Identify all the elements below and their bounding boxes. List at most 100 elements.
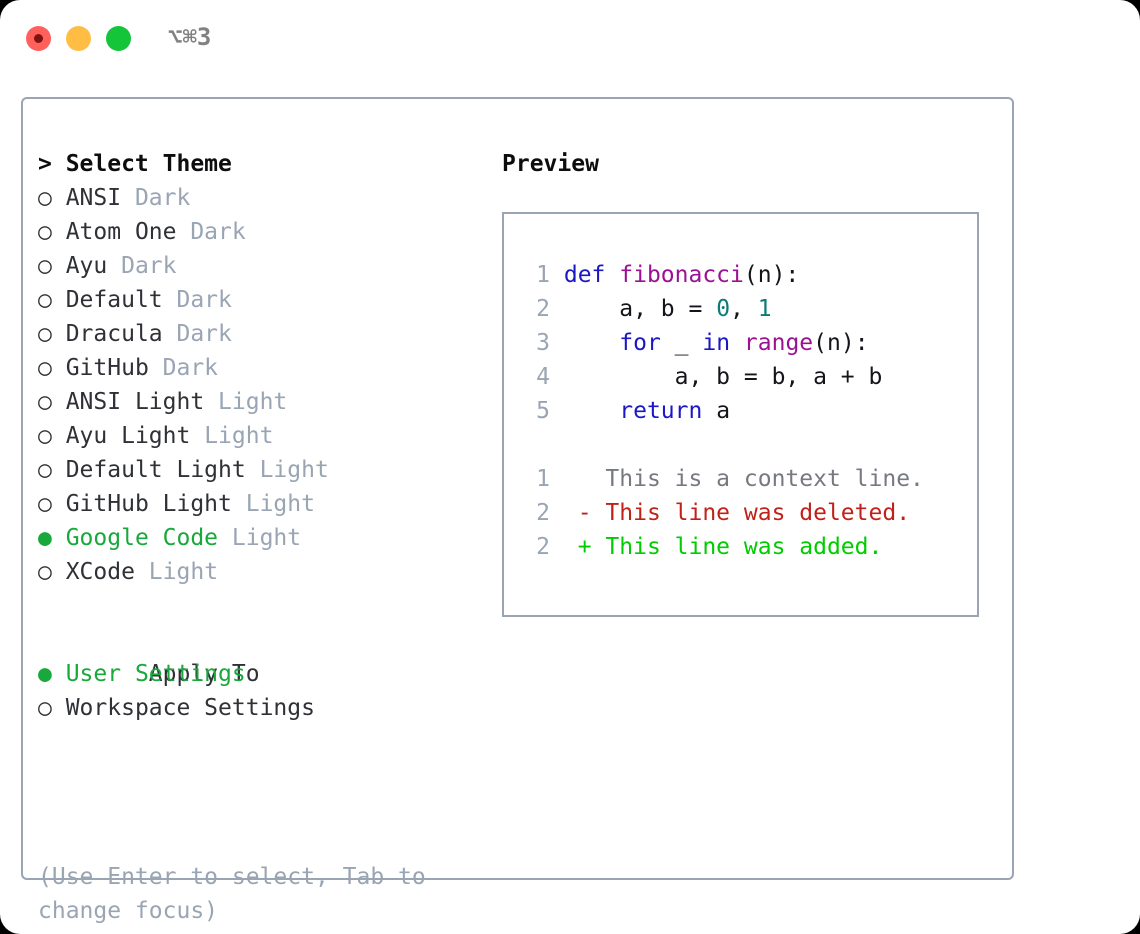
diff-line: 1 This is a context line.	[524, 462, 977, 496]
theme-variant-badge: Dark	[176, 219, 246, 245]
radio-selected-icon[interactable]: ●	[38, 661, 52, 687]
radio-unselected-icon[interactable]: ○	[38, 321, 52, 347]
theme-list-item[interactable]: ○ GitHub Light Light	[38, 487, 478, 521]
gutter-space	[550, 398, 564, 424]
diff-sign: -	[577, 500, 592, 526]
theme-name: Atom One	[51, 219, 177, 245]
theme-name: Ayu Light	[51, 423, 191, 449]
code-line: 1 def fibonacci(n):	[524, 258, 977, 292]
theme-variant-badge: Light	[204, 389, 288, 415]
theme-list-item[interactable]: ○ GitHub Dark	[38, 351, 478, 385]
list-spacer	[38, 589, 478, 623]
line-number: 1	[536, 466, 550, 492]
code-token: in	[702, 330, 731, 356]
apply-to-heading-label: Apply To	[148, 661, 260, 687]
code-token: range	[743, 330, 814, 356]
shortcut-label: ⌥⌘3	[168, 23, 212, 51]
apply-to-item[interactable]: ○ Workspace Settings	[38, 691, 478, 725]
theme-list-item[interactable]: ○ Default Dark	[38, 283, 478, 317]
radio-unselected-icon[interactable]: ○	[38, 423, 52, 449]
apply-to-list[interactable]: ● User Settings○ Workspace Settings	[38, 657, 478, 725]
code-line: 2 a, b = 0, 1	[524, 292, 977, 326]
theme-list[interactable]: ○ ANSI Dark○ Atom One Dark○ Ayu Dark○ De…	[38, 181, 478, 589]
line-number: 2	[536, 534, 550, 560]
code-token: (n):	[743, 262, 800, 288]
apply-to-item[interactable]: ● User Settings	[38, 657, 478, 691]
preview-title: Preview	[502, 151, 599, 177]
theme-list-item[interactable]: ○ Dracula Dark	[38, 317, 478, 351]
apply-to-heading: Apply To	[38, 623, 478, 687]
theme-name: Dracula	[51, 321, 163, 347]
theme-variant-badge: Dark	[162, 287, 232, 313]
code-token: a	[702, 398, 731, 424]
gutter-space	[550, 364, 564, 390]
code-token: _	[660, 330, 703, 356]
theme-variant-badge: Dark	[162, 321, 232, 347]
theme-list-item[interactable]: ○ Ayu Dark	[38, 249, 478, 283]
preview-panel: Preview 1 def fibonacci(n):2 a, b = 0, 1…	[502, 147, 992, 617]
code-line: 4 a, b = b, a + b	[524, 360, 977, 394]
radio-selected-icon[interactable]: ●	[38, 525, 52, 551]
radio-unselected-icon[interactable]: ○	[38, 559, 52, 585]
radio-unselected-icon[interactable]: ○	[38, 457, 52, 483]
theme-name: Default	[51, 287, 163, 313]
theme-picker-heading: > Select Theme	[38, 151, 232, 177]
gutter-space	[550, 500, 578, 526]
theme-name: Google Code	[51, 525, 219, 551]
radio-unselected-icon[interactable]: ○	[38, 253, 52, 279]
theme-variant-badge: Light	[218, 525, 302, 551]
diff-line: 2 - This line was deleted.	[524, 496, 977, 530]
minimize-button[interactable]	[66, 26, 91, 51]
radio-unselected-icon[interactable]: ○	[38, 695, 52, 721]
theme-list-item[interactable]: ○ Atom One Dark	[38, 215, 478, 249]
code-token: ,	[730, 296, 758, 322]
radio-unselected-icon[interactable]: ○	[38, 355, 52, 381]
line-number: 2	[536, 500, 550, 526]
diff-sign: +	[577, 534, 592, 560]
close-button[interactable]	[26, 26, 51, 51]
theme-name: XCode	[51, 559, 135, 585]
theme-variant-badge: Dark	[107, 253, 177, 279]
theme-variant-badge: Light	[231, 491, 315, 517]
radio-unselected-icon[interactable]: ○	[38, 491, 52, 517]
theme-variant-badge: Dark	[148, 355, 219, 381]
theme-name: ANSI	[51, 185, 122, 211]
code-token: for	[619, 330, 661, 356]
radio-unselected-icon[interactable]: ○	[38, 185, 52, 211]
diff-sign	[578, 466, 592, 492]
radio-unselected-icon[interactable]: ○	[38, 287, 52, 313]
theme-picker-panel: > Select Theme ○ ANSI Dark○ Atom One Dar…	[38, 147, 478, 725]
gutter-space	[550, 330, 564, 356]
diff-text: This is a context line.	[591, 466, 924, 492]
code-token: def	[563, 262, 620, 288]
line-number: 5	[536, 398, 550, 424]
theme-list-item[interactable]: ○ XCode Light	[38, 555, 478, 589]
code-token: (n):	[813, 330, 869, 356]
theme-list-item[interactable]: ● Google Code Light	[38, 521, 478, 555]
diff-text: This line was deleted.	[591, 500, 911, 526]
gutter-space	[550, 262, 564, 288]
radio-unselected-icon[interactable]: ○	[38, 389, 52, 415]
line-number: 3	[536, 330, 550, 356]
radio-unselected-icon[interactable]: ○	[38, 219, 52, 245]
theme-variant-badge: Light	[245, 457, 329, 483]
theme-name: Default Light	[51, 457, 246, 483]
line-number: 4	[536, 364, 550, 390]
diff-line: 2 + This line was added.	[524, 530, 977, 564]
code-token	[730, 330, 744, 356]
code-token	[564, 398, 619, 424]
code-token: 1	[757, 296, 772, 322]
code-token: 0	[716, 296, 731, 322]
theme-name: GitHub	[51, 355, 149, 381]
theme-list-item[interactable]: ○ Default Light Light	[38, 453, 478, 487]
theme-variant-badge: Light	[190, 423, 274, 449]
theme-list-item[interactable]: ○ ANSI Light Light	[38, 385, 478, 419]
code-token: a, b = b, a + b	[563, 364, 883, 390]
theme-list-item[interactable]: ○ Ayu Light Light	[38, 419, 478, 453]
theme-name: Ayu	[51, 253, 108, 279]
maximize-button[interactable]	[106, 26, 131, 51]
theme-name: GitHub Light	[51, 491, 232, 517]
theme-list-item[interactable]: ○ ANSI Dark	[38, 181, 478, 215]
